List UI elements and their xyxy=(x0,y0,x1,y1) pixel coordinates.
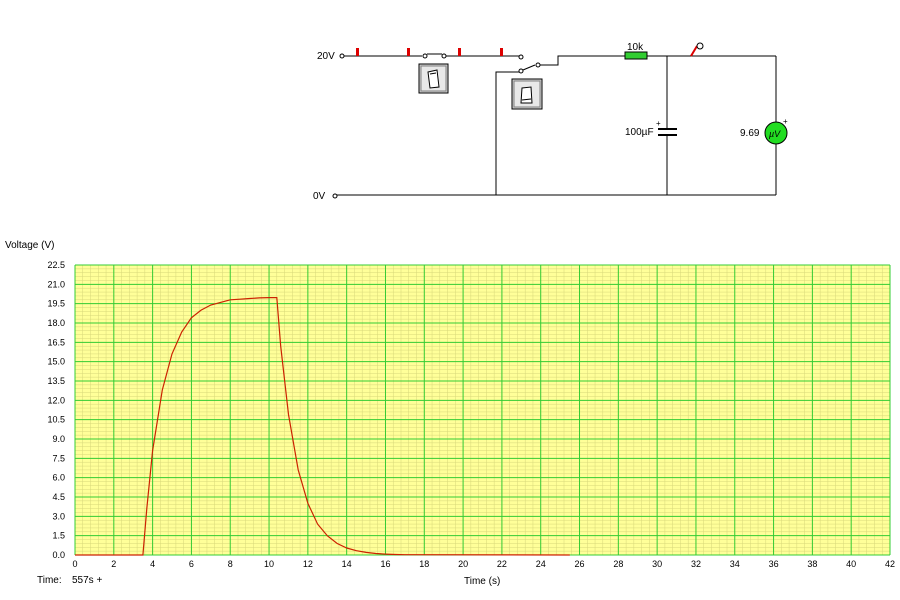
probe-marker xyxy=(356,48,359,56)
capacitor-polarity: + xyxy=(656,119,661,128)
x-tick-label: 24 xyxy=(536,559,546,569)
ground-voltage-label: 0V xyxy=(313,191,326,202)
y-tick-label: 4.5 xyxy=(52,492,65,502)
toggle-switch-icon xyxy=(520,86,533,104)
y-tick-label: 15.0 xyxy=(47,357,65,367)
y-tick-label: 7.5 xyxy=(52,453,65,463)
x-tick-label: 8 xyxy=(228,559,233,569)
y-tick-label: 3.0 xyxy=(52,511,65,521)
y-tick-label: 19.5 xyxy=(47,299,65,309)
voltmeter-polarity: + xyxy=(783,117,788,126)
y-tick-label: 10.5 xyxy=(47,415,65,425)
capacitor-label: 100µF xyxy=(625,127,654,138)
switch-2-blade xyxy=(522,64,536,71)
y-tick-label: 13.5 xyxy=(47,376,65,386)
x-tick-label: 26 xyxy=(575,559,585,569)
x-tick-label: 36 xyxy=(769,559,779,569)
wire-discharge-path xyxy=(495,71,519,195)
voltage-trace xyxy=(75,297,570,556)
switch-2-toggle-button[interactable] xyxy=(511,78,543,110)
x-tick-label: 18 xyxy=(419,559,429,569)
x-tick-label: 22 xyxy=(497,559,507,569)
toggle-switch-icon xyxy=(427,69,440,89)
x-tick-label: 38 xyxy=(807,559,817,569)
x-tick-label: 42 xyxy=(885,559,895,569)
voltmeter-reading: 9.69 xyxy=(740,128,760,139)
switch-2-common-contact xyxy=(518,68,524,74)
x-tick-label: 34 xyxy=(730,559,740,569)
plot-area[interactable] xyxy=(75,265,890,555)
chart-y-axis-label: Voltage (V) xyxy=(5,240,54,251)
time-readout: Time: 557s + xyxy=(37,575,102,586)
wire-switch-2-out xyxy=(540,55,625,66)
resistor xyxy=(624,51,648,60)
y-tick-label: 9.0 xyxy=(52,434,65,444)
switch-2-top-contact xyxy=(518,54,524,60)
y-tick-label: 12.0 xyxy=(47,395,65,405)
circuit-diagram: 20V xyxy=(313,42,788,202)
x-tick-label: 20 xyxy=(458,559,468,569)
supply-terminal xyxy=(339,53,345,59)
x-tick-label: 2 xyxy=(111,559,116,569)
y-tick-label: 0.0 xyxy=(52,550,65,560)
x-tick-label: 40 xyxy=(846,559,856,569)
y-tick-label: 16.5 xyxy=(47,337,65,347)
voltmeter-unit: µV xyxy=(769,129,781,139)
probe-pin-icon[interactable] xyxy=(690,42,704,57)
supply-voltage-label: 20V xyxy=(317,51,335,62)
y-tick-label: 6.0 xyxy=(52,473,65,483)
y-tick-label: 21.0 xyxy=(47,279,65,289)
switch-2-right-contact xyxy=(535,62,541,68)
chart-x-axis-label: Time (s) xyxy=(464,576,500,587)
major-grid xyxy=(74,264,891,556)
y-tick-label: 22.5 xyxy=(47,260,65,270)
time-readout-value: 557s + xyxy=(72,575,102,586)
x-tick-label: 16 xyxy=(380,559,390,569)
x-tick-label: 4 xyxy=(150,559,155,569)
x-tick-label: 0 xyxy=(72,559,77,569)
x-tick-label: 28 xyxy=(613,559,623,569)
y-tick-label: 1.5 xyxy=(52,531,65,541)
x-tick-label: 32 xyxy=(691,559,701,569)
switch-1-contact xyxy=(441,53,447,59)
x-tick-label: 10 xyxy=(264,559,274,569)
x-tick-label: 30 xyxy=(652,559,662,569)
switch-1-contact xyxy=(422,53,428,59)
probe-marker xyxy=(500,48,503,56)
probe-marker xyxy=(407,48,410,56)
voltage-chart: Voltage (V) 0.0 1.5 3.0 4.5 6.0 7.5 9.0 10.5 12.… xyxy=(5,240,895,587)
resistor-label: 10k xyxy=(627,42,644,53)
x-tick-label: 12 xyxy=(303,559,313,569)
probe-marker xyxy=(458,48,461,56)
y-tick-labels: 0.0 1.5 3.0 4.5 6.0 7.5 9.0 10.5 12.0 13.5 15.0 16.… xyxy=(47,260,65,560)
ground-terminal xyxy=(332,193,338,199)
time-readout-label: Time: xyxy=(37,575,62,586)
switch-1-toggle-button[interactable] xyxy=(418,63,449,94)
x-tick-label: 14 xyxy=(342,559,352,569)
x-tick-label: 6 xyxy=(189,559,194,569)
y-tick-label: 18.0 xyxy=(47,318,65,328)
